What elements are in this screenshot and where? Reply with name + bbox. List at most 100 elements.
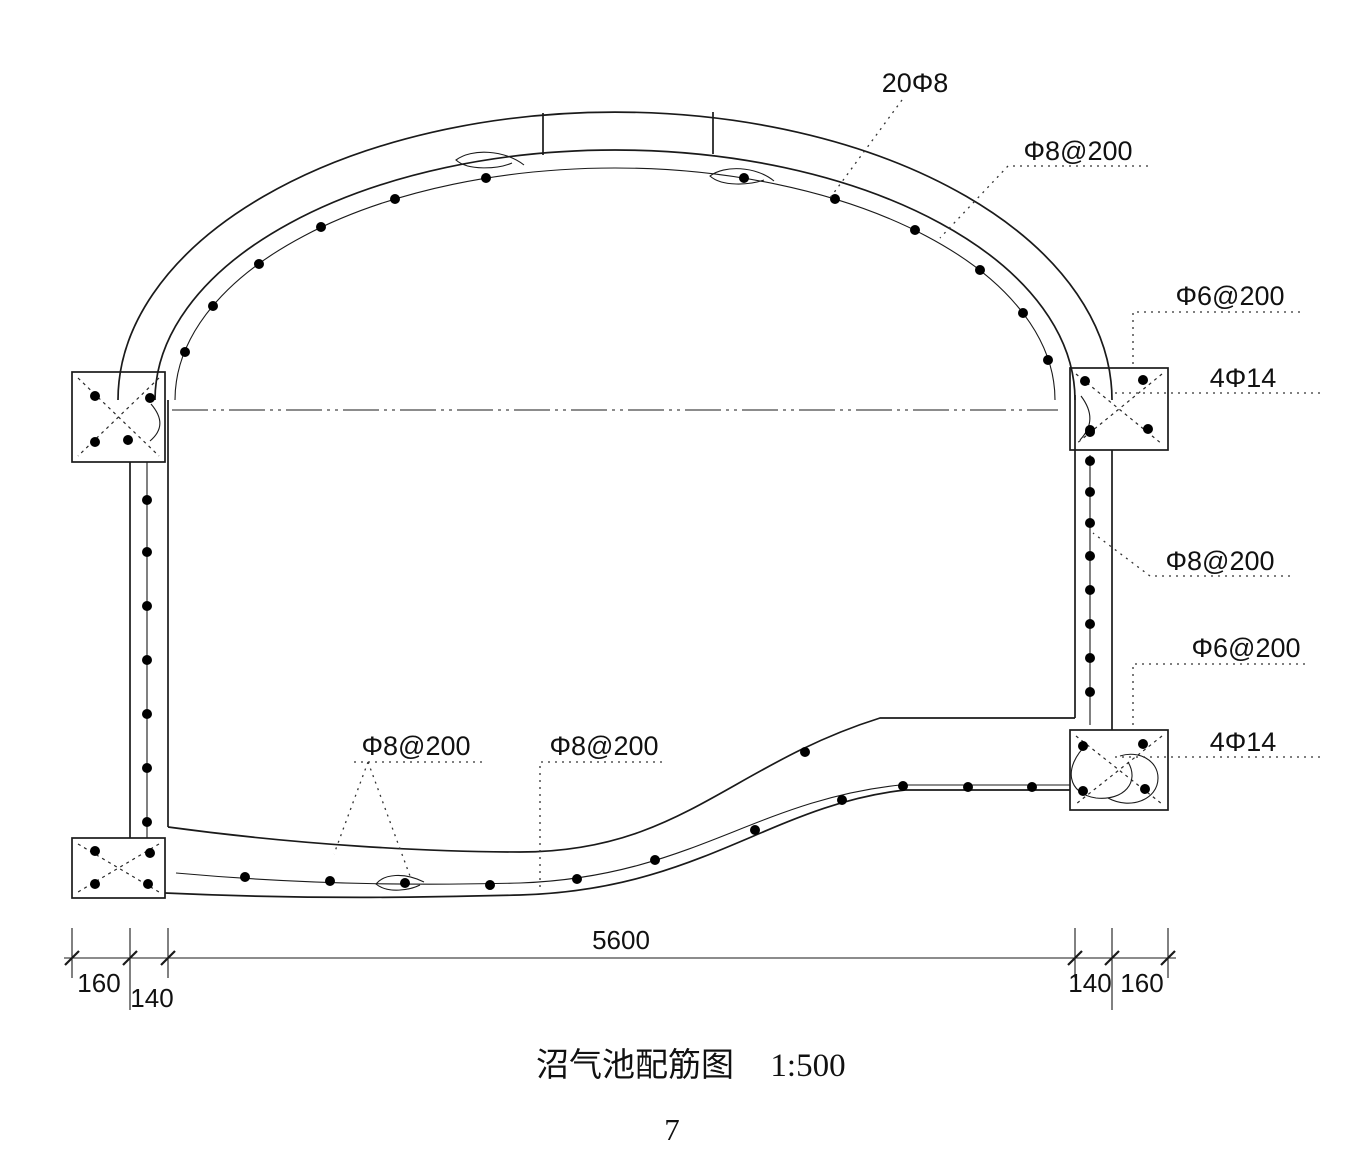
leader-slab-left-b	[333, 761, 369, 855]
callout-right-wall-hoops: Φ8@200	[1165, 546, 1274, 576]
rebar-dot	[1018, 308, 1028, 318]
bottom-slab	[164, 717, 1075, 899]
leader-slab-left-c	[367, 761, 411, 877]
rebar-dot	[90, 391, 100, 401]
dimension-tick	[1160, 950, 1176, 966]
rebar-dot	[145, 393, 155, 403]
rebar-dot	[898, 781, 908, 791]
page-number: 7	[664, 1112, 680, 1147]
dimension-left-wall: 140	[130, 983, 173, 1013]
drawing-scale: 1:500	[770, 1048, 845, 1084]
rebar-dot	[1080, 376, 1090, 386]
leader-right-top-ties	[1132, 311, 1300, 368]
callout-dome-bars: 20Φ8	[882, 68, 949, 98]
dimension-tick	[64, 950, 80, 966]
callout-slab-left-hoops: Φ8@200	[361, 731, 470, 761]
corner-block-spiral	[1107, 753, 1159, 804]
rebar-dots-arch	[180, 173, 1053, 365]
rebar-dot	[1078, 741, 1088, 751]
rebar-dots-corner-blocks	[90, 375, 1153, 889]
rebar-dot	[325, 876, 335, 886]
dimension-inner-span: 5600	[592, 925, 650, 955]
dimension-right-wall: 140	[1068, 968, 1111, 998]
slab-rebar-hook	[375, 874, 425, 891]
dimension-tick	[160, 950, 176, 966]
leader-dome-bars	[829, 99, 903, 199]
callout-right-bottom-ties: Φ6@200	[1191, 633, 1300, 663]
slab-bottom-line	[164, 789, 1070, 899]
dimension-lines	[64, 928, 1176, 1010]
rebar-dots-left-wall	[142, 495, 152, 827]
rebar-dot	[1085, 619, 1095, 629]
rebar-dot	[800, 747, 810, 757]
rebar-dot	[90, 879, 100, 889]
corner-block-outline	[1069, 367, 1169, 451]
rebar-dot	[1085, 487, 1095, 497]
rebar-dot	[1085, 687, 1095, 697]
rebar-dot	[750, 825, 760, 835]
rebar-dot	[910, 225, 920, 235]
dome-arch	[117, 111, 1113, 401]
rebar-dot	[142, 547, 152, 557]
dimension-left-outer: 160	[77, 968, 120, 998]
rebar-dot	[1043, 355, 1053, 365]
rebar-dot	[240, 872, 250, 882]
rebar-dot	[1085, 427, 1095, 437]
rebar-dot	[142, 655, 152, 665]
rebar-dot	[830, 194, 840, 204]
rebar-dot	[254, 259, 264, 269]
rebar-dot	[650, 855, 660, 865]
rebar-dot	[145, 848, 155, 858]
leader-slab-mid	[539, 761, 662, 888]
rebar-dot	[208, 301, 218, 311]
dome-rebar-line	[174, 167, 1056, 401]
corner-block-spiral	[1070, 743, 1133, 799]
rebar-dot	[142, 495, 152, 505]
rebar-dot	[485, 880, 495, 890]
leader-right-wall-hoops	[1092, 532, 1290, 577]
corner-block-bottom-left	[71, 837, 166, 899]
slab-rebar-line	[175, 784, 1070, 885]
rebar-dot	[316, 222, 326, 232]
rebar-dot	[1027, 782, 1037, 792]
rebar-dot	[142, 817, 152, 827]
dome-outer-line	[117, 111, 1113, 401]
corner-block-hook	[149, 403, 161, 442]
rebar-dot	[123, 435, 133, 445]
callout-right-top-ties: Φ6@200	[1175, 281, 1284, 311]
corner-block-hook	[1079, 395, 1091, 441]
rebar-dot	[180, 347, 190, 357]
rebar-dot	[963, 782, 973, 792]
rebar-hook-left	[455, 151, 525, 169]
rebar-dot	[1085, 518, 1095, 528]
rebar-dot	[481, 173, 491, 183]
rebar-dot	[143, 879, 153, 889]
rebar-dot	[90, 846, 100, 856]
rebar-dot	[390, 194, 400, 204]
rebar-dot	[1138, 739, 1148, 749]
corner-block-outline	[71, 837, 166, 899]
leader-lines	[333, 99, 1320, 888]
corner-block-outline	[71, 371, 166, 463]
rebar-dot	[142, 763, 152, 773]
rebar-dot	[1085, 585, 1095, 595]
corner-block-outline	[1069, 729, 1169, 811]
rebar-dot	[142, 601, 152, 611]
dimension-tick	[122, 950, 138, 966]
leader-right-bottom-ties	[1132, 663, 1305, 730]
callout-right-top-corner-bars: 4Φ14	[1210, 363, 1277, 393]
left-wall	[129, 400, 169, 838]
rebar-dot	[142, 709, 152, 719]
rebar-dot	[837, 795, 847, 805]
rebar-dot	[1140, 784, 1150, 794]
rebar-dot	[739, 173, 749, 183]
dimension-right-outer: 160	[1120, 968, 1163, 998]
slab-top-line	[167, 717, 1075, 853]
rebar-dot	[572, 874, 582, 884]
rebar-dot	[1078, 786, 1088, 796]
dimension-tick	[1067, 950, 1083, 966]
rebar-dot	[1085, 551, 1095, 561]
rebar-dot	[1143, 424, 1153, 434]
rebar-dot	[1085, 456, 1095, 466]
